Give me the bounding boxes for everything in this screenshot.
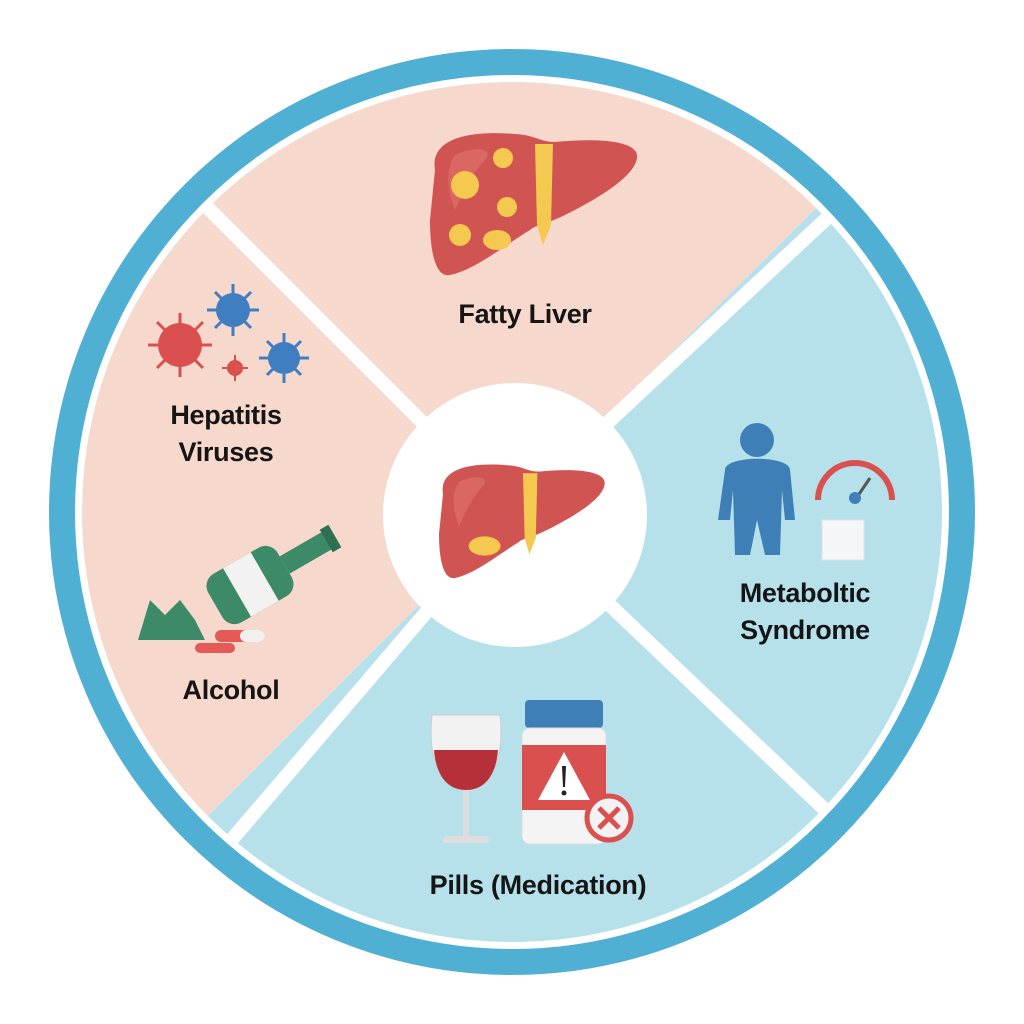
label-line: Hepatitis — [170, 400, 282, 430]
label-hepatitis-viruses: Hepatitis Viruses — [170, 397, 282, 471]
sugar-cube-icon — [821, 519, 865, 561]
label-line: Syndrome — [740, 615, 870, 645]
label-alcohol: Alcohol — [182, 675, 280, 705]
virus-icons — [148, 284, 309, 383]
fatty-liver-icon — [430, 133, 638, 276]
outer-ring — [49, 49, 975, 975]
label-fatty-liver: Fatty Liver — [458, 299, 592, 329]
label-line: Viruses — [178, 437, 274, 467]
center-liver-icon — [439, 464, 605, 579]
label-line: Metaboltic — [739, 578, 871, 608]
pill-bottle-icon — [521, 700, 634, 845]
wine-glass-icon — [430, 714, 502, 843]
label-pills-medication: Pills (Medication) — [429, 870, 647, 900]
broken-bottle-icon — [138, 524, 342, 653]
obese-person-icon — [718, 423, 795, 555]
label-metabolic-syndrome: Metaboltic Syndrome — [740, 575, 871, 649]
gauge-icon — [815, 460, 895, 504]
